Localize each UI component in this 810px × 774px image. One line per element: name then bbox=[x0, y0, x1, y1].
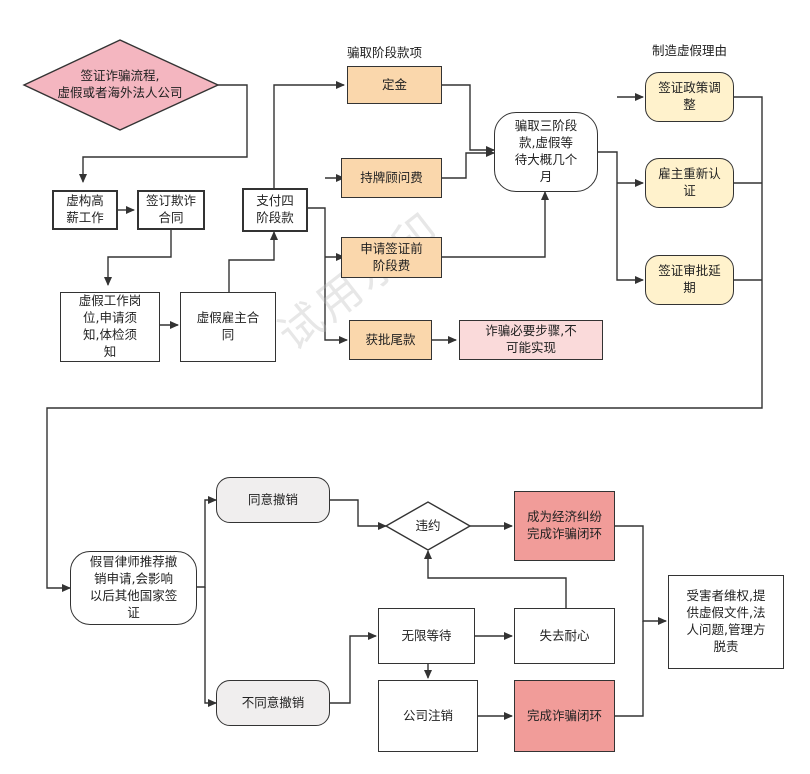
node-complete-close: 完成诈骗闭环 bbox=[514, 680, 615, 752]
node-fake-post: 虚假工作岗 位,申请须 知,体检须 知 bbox=[60, 292, 160, 362]
node-agree-cancel: 同意撤销 bbox=[216, 477, 330, 523]
node-final-fee: 获批尾款 bbox=[349, 320, 432, 360]
edge-complete-to-victim bbox=[615, 621, 644, 717]
edge-disagree-to-wait bbox=[330, 632, 377, 704]
node-pay-four-stages: 支付四 阶段款 bbox=[242, 188, 308, 232]
edge-lawyer-to-disagree bbox=[204, 587, 217, 707]
caption-fabricated-reasons: 制造虚假理由 bbox=[652, 43, 728, 58]
edge-employer-to-pay bbox=[228, 231, 278, 292]
edge-deposit-to-wait bbox=[442, 84, 495, 154]
edge-contract-to-post bbox=[104, 230, 172, 286]
node-license-fee: 持牌顾问费 bbox=[341, 158, 442, 198]
node-victim-rights: 受害者维权,提 供虚假文件,法 人问题,管理方 脱责 bbox=[668, 575, 784, 669]
caption-fraud-stages: 骗取阶段款项 bbox=[347, 45, 423, 60]
node-fake-lawyer: 假冒律师推荐撤 销申请,会影响 以后其他国家签 证 bbox=[70, 551, 197, 625]
edge-start-to-fakejob bbox=[79, 84, 248, 183]
edge-lose-to-breach bbox=[424, 550, 567, 608]
node-pre-visa-fee: 申请签证前 阶段费 bbox=[341, 237, 442, 278]
node-wait-forever: 无限等待 bbox=[378, 608, 475, 664]
edge-agree-to-breach bbox=[330, 499, 387, 530]
edge-license-to-wait bbox=[442, 149, 495, 179]
node-employer-recert: 雇主重新认 证 bbox=[645, 158, 734, 208]
edge-lawyer-to-agree bbox=[197, 496, 217, 588]
edge-previsa-to-wait bbox=[442, 191, 549, 258]
node-lose-patience: 失去耐心 bbox=[514, 608, 615, 664]
start-label: 签证诈骗流程, 虚假或者海外法人公司 bbox=[57, 68, 183, 100]
node-breach-label: 违约 bbox=[415, 517, 441, 533]
node-company-cancel: 公司注销 bbox=[378, 680, 478, 752]
node-approval-delay: 签证审批延 期 bbox=[645, 255, 734, 305]
edge-dispute-to-victim bbox=[615, 525, 667, 625]
edge-wait-to-reasons bbox=[598, 151, 644, 284]
node-wait-stage-three: 骗取三阶段 款,虚假等 待大概几个 月 bbox=[494, 112, 598, 192]
edge-reasons-to-lawyer bbox=[46, 96, 763, 592]
edge-pay-to-deposit bbox=[273, 81, 345, 188]
node-necessary-step: 诈骗必要步骤,不 可能实现 bbox=[459, 320, 603, 360]
node-deposit: 定金 bbox=[347, 66, 442, 104]
start-diamond bbox=[22, 39, 220, 131]
node-dispute-close: 成为经济纠纷 完成诈骗闭环 bbox=[514, 491, 615, 561]
node-sign-contract: 签订欺诈 合同 bbox=[137, 190, 205, 230]
node-fake-job: 虚构高 薪工作 bbox=[52, 190, 118, 230]
node-policy-adjust: 签证政策调 整 bbox=[645, 72, 734, 122]
edge-pay-to-branches bbox=[308, 207, 348, 344]
node-fake-employer: 虚假雇主合 同 bbox=[180, 292, 276, 362]
breach-diamond bbox=[384, 501, 472, 551]
node-disagree-cancel: 不同意撤销 bbox=[216, 680, 330, 726]
